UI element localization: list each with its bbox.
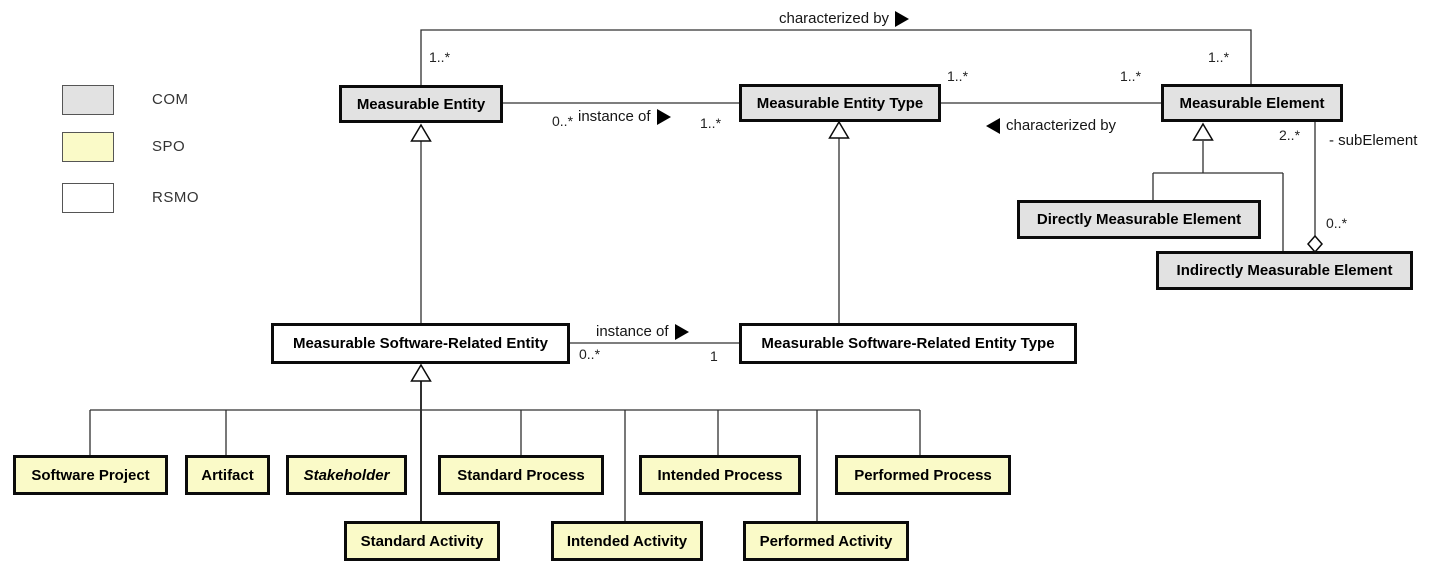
association-label-subelement-role: - subElement [1329,132,1418,149]
class-box-directly-measurable-element: Directly Measurable Element [1017,200,1261,239]
multiplicity-char-mid-left: 1..* [947,68,969,84]
multiplicity-char-mid-right: 1..* [1120,68,1142,84]
arrow-right-icon [895,10,910,27]
association-label-instance-of-top: instance of [578,108,671,125]
legend-swatch-rsmo [62,183,114,213]
multiplicity-inst-bottom-left: 0..* [579,346,601,362]
multiplicity-subelement-lower: 0..* [1326,215,1348,231]
multiplicity-char-top-left: 1..* [429,49,451,65]
arrow-right-icon [656,108,671,125]
class-box-performed-process: Performed Process [835,455,1011,495]
class-box-stakeholder: Stakeholder [286,455,407,495]
class-box-measurable-entity: Measurable Entity [339,85,503,123]
multiplicity-inst-bottom-right: 1 [710,348,718,364]
legend-label-spo: SPO [152,138,186,155]
class-box-indirectly-measurable-element: Indirectly Measurable Element [1156,251,1413,290]
class-box-intended-process: Intended Process [639,455,801,495]
class-box-standard-activity: Standard Activity [344,521,500,561]
legend-label-com: COM [152,91,189,108]
class-box-measurable-software-related-entity: Measurable Software-Related Entity [271,323,570,364]
class-box-measurable-element: Measurable Element [1161,84,1343,122]
generalization-triangle-icon [1192,122,1214,141]
multiplicity-subelement-upper: 2..* [1279,127,1301,143]
arrow-right-icon [674,323,689,340]
multiplicity-inst-top-left: 0..* [552,113,574,129]
class-box-software-project: Software Project [13,455,168,495]
generalization-triangle-icon [410,123,432,142]
multiplicity-char-top-right: 1..* [1208,49,1230,65]
aggregation-diamond-icon [1307,234,1323,254]
class-box-performed-activity: Performed Activity [743,521,909,561]
class-box-standard-process: Standard Process [438,455,604,495]
association-label-instance-of-bottom: instance of [596,323,689,340]
generalization-triangle-icon [410,363,432,382]
legend-label-rsmo: RSMO [152,189,199,206]
class-box-intended-activity: Intended Activity [551,521,703,561]
arrow-left-icon [986,117,1000,134]
class-box-artifact: Artifact [185,455,270,495]
legend-swatch-com [62,85,114,115]
association-label-characterized-by-top: characterized by [779,10,910,27]
class-box-measurable-software-related-entity-type: Measurable Software-Related Entity Type [739,323,1077,364]
class-box-measurable-entity-type: Measurable Entity Type [739,84,941,122]
generalization-triangle-icon [828,120,850,139]
association-label-characterized-by-mid: characterized by [986,117,1116,134]
legend-swatch-spo [62,132,114,162]
multiplicity-inst-top-right: 1..* [700,115,722,131]
